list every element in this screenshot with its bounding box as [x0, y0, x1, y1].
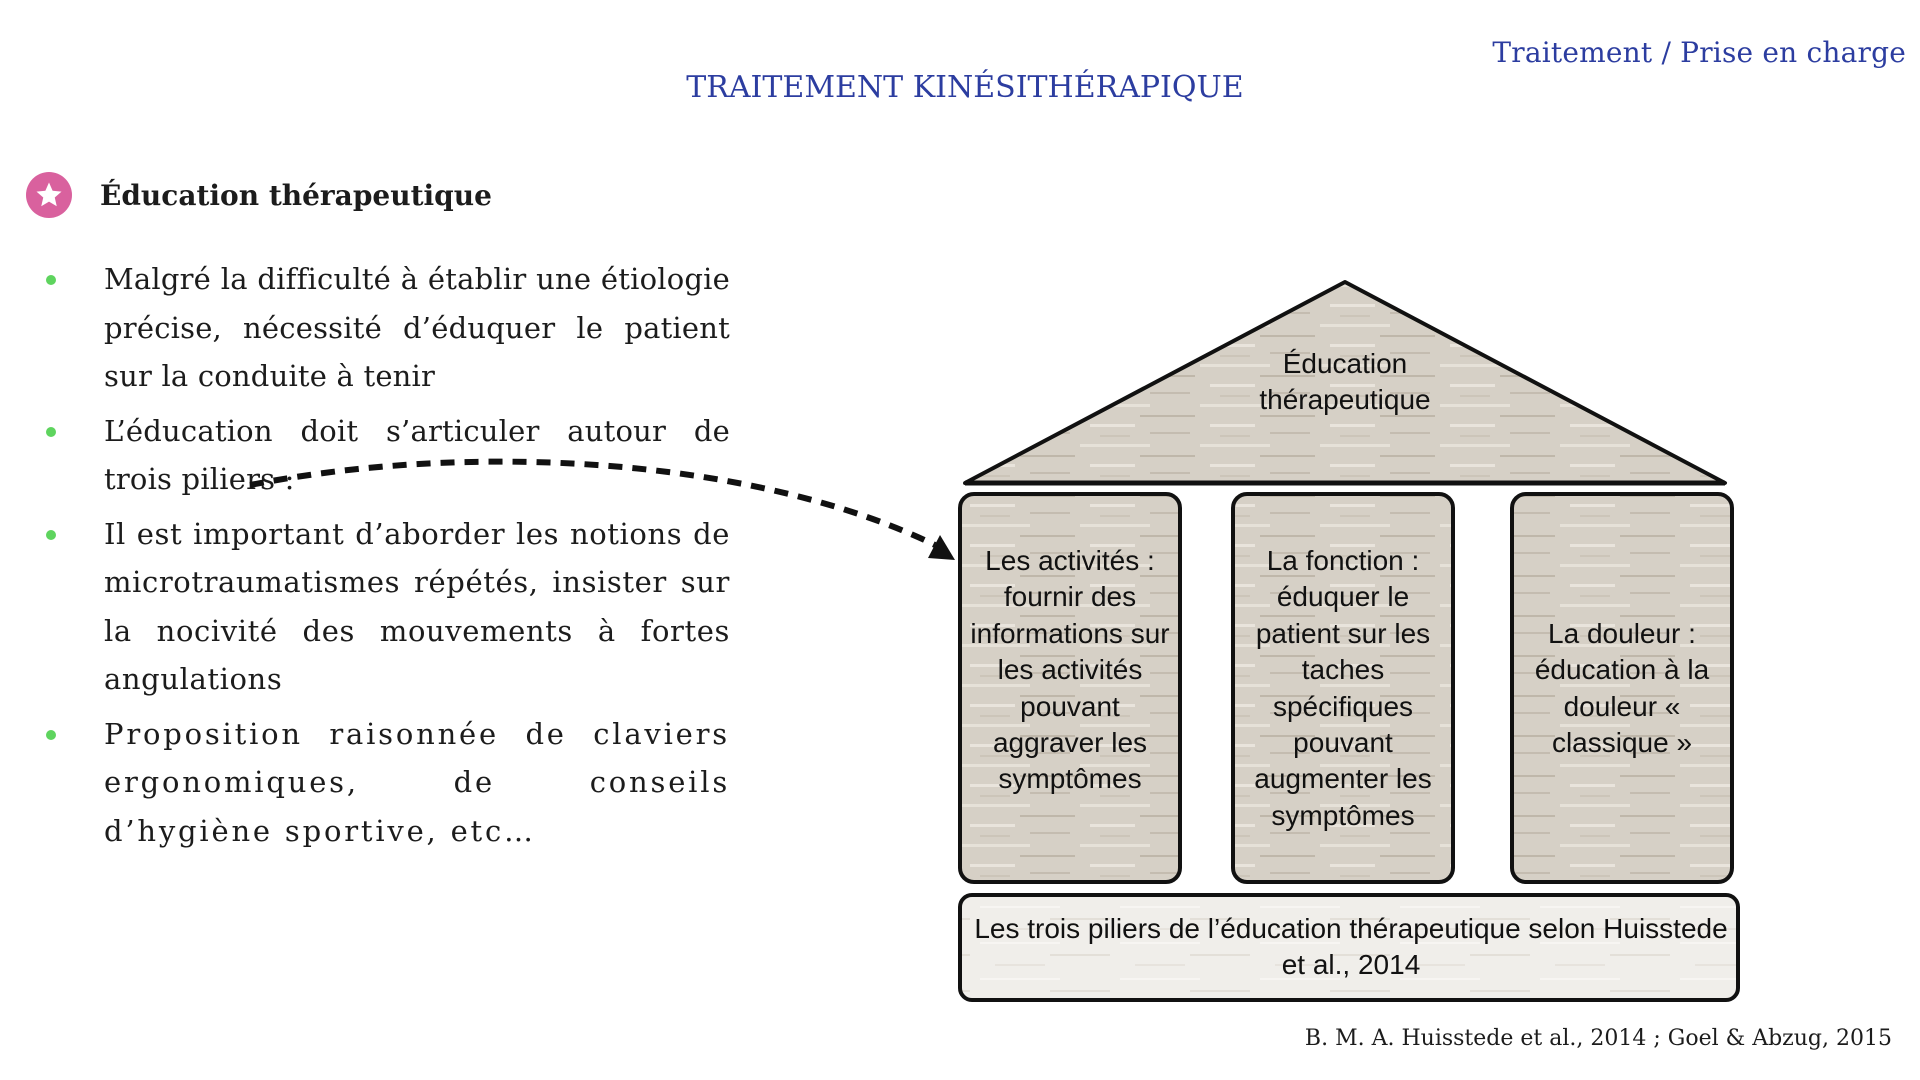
foundation: [958, 893, 1740, 1002]
bullet-text: Malgré la difficulté à établir une étiol…: [104, 262, 730, 393]
roof-label: Éducation thérapeutique: [1259, 348, 1431, 415]
list-item: Proposition raisonnée de claviers ergono…: [40, 710, 730, 856]
section-heading: Éducation thérapeutique: [26, 172, 492, 218]
section-label: Traitement / Prise en charge: [1492, 36, 1906, 69]
bullet-text: Proposition raisonnée de claviers ergono…: [104, 716, 730, 848]
bullet-text: Il est important d’aborder les notions d…: [104, 516, 730, 697]
reference-citation: B. M. A. Huisstede et al., 2014 ; Goel &…: [1304, 1026, 1892, 1051]
bullet-list: Malgré la difficulté à établir une étiol…: [40, 255, 730, 861]
arrow-head-icon: [928, 535, 955, 560]
pillar-label-function: La fonction : éduquer le patient sur les…: [1254, 545, 1432, 831]
page-title: TRAITEMENT KINÉSITHÉRAPIQUE: [686, 70, 1244, 105]
pillar-label-activities: Les activités : fournir des informations…: [970, 545, 1170, 795]
list-item: Il est important d’aborder les notions d…: [40, 510, 730, 704]
list-item: Malgré la difficulté à établir une étiol…: [40, 255, 730, 401]
pillar-pain: [1510, 492, 1734, 884]
section-title: Éducation thérapeutique: [100, 178, 492, 212]
bullet-text: L’éducation doit s’articuler autour de t…: [104, 413, 730, 497]
list-item: L’éducation doit s’articuler autour de t…: [40, 407, 730, 504]
bullet-icon: [46, 529, 56, 540]
bullet-icon: [46, 426, 56, 437]
bullet-icon: [46, 275, 56, 285]
pillar-function: [1231, 492, 1455, 884]
pillar-label-pain: La douleur : éducation à la douleur « cl…: [1534, 618, 1710, 759]
bullet-icon: [46, 729, 56, 740]
star-icon: [26, 172, 72, 218]
foundation-label: Les trois piliers de l’éducation thérape…: [974, 913, 1728, 980]
pillar-activities: [958, 492, 1182, 884]
